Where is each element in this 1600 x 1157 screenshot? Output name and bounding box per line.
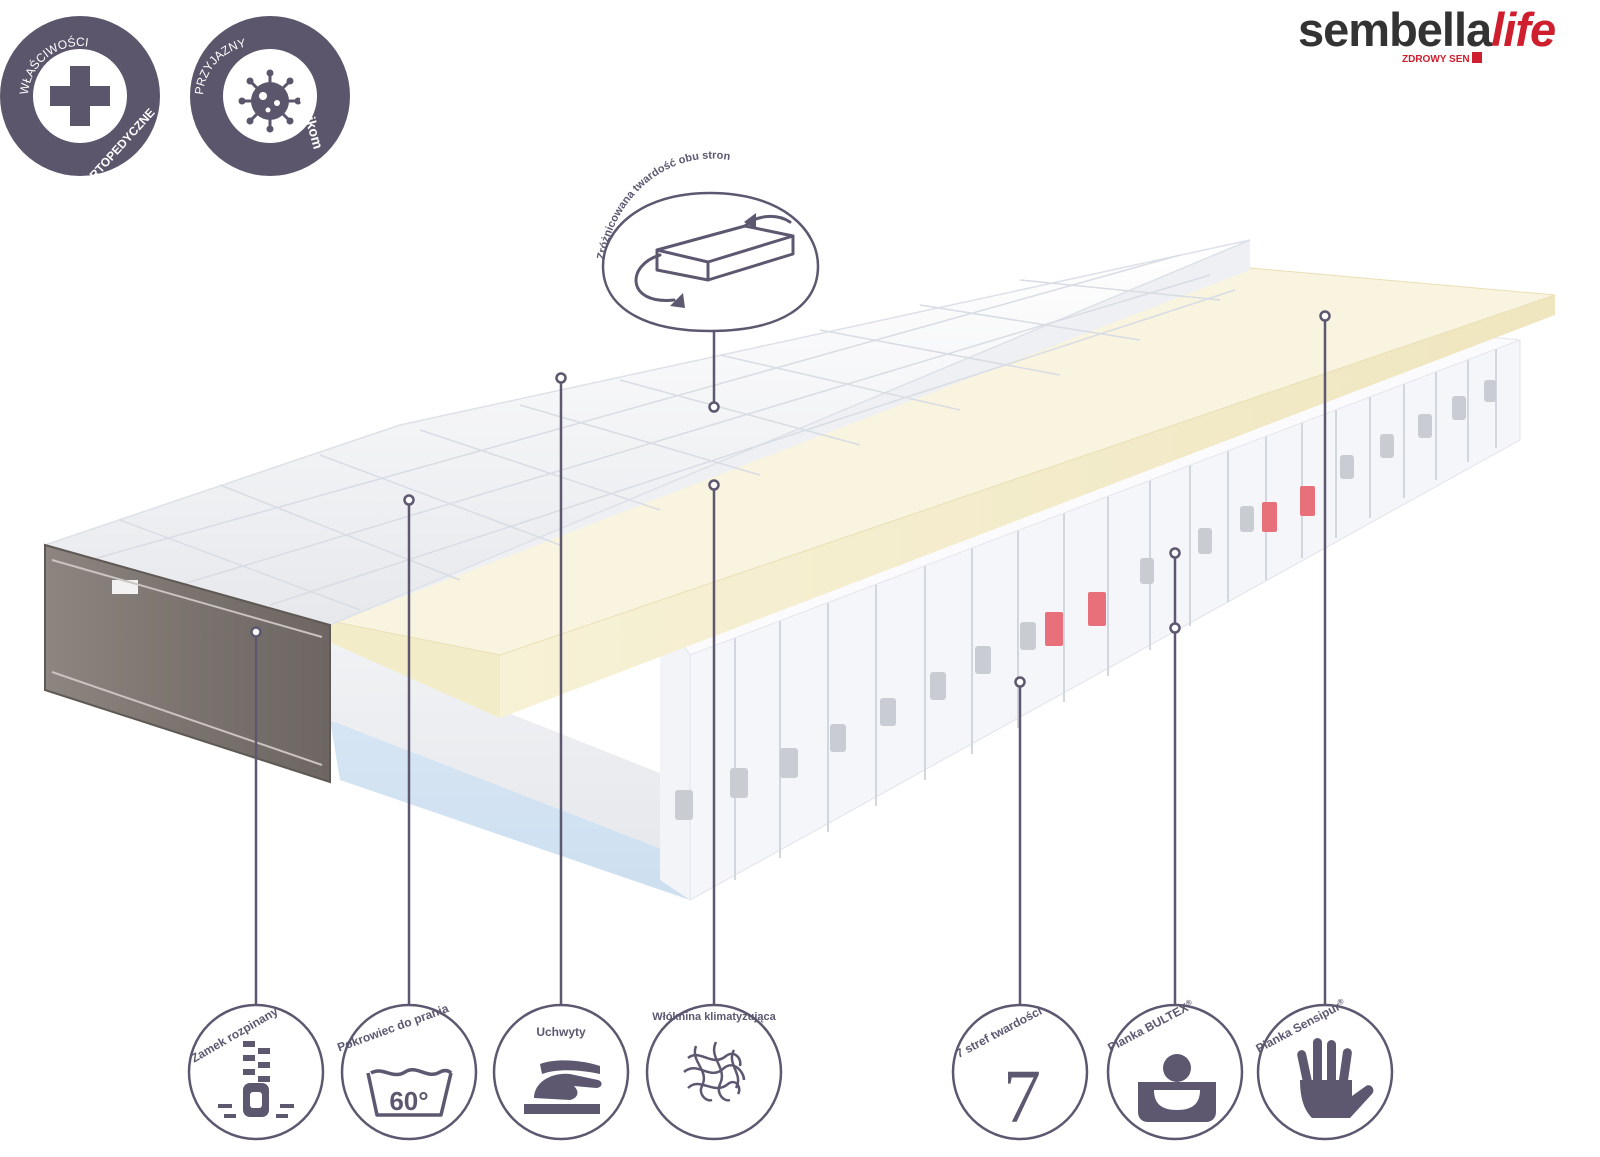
feature-bultex-foam: Pianka BULTEX®	[1105, 998, 1244, 1141]
memory-foam-layer	[323, 267, 1556, 718]
foam-bultex-icon	[1138, 1054, 1216, 1122]
feature-zipper: Zamek rozpinany	[187, 1003, 325, 1141]
feature-label: Uchwyty	[536, 1025, 586, 1039]
wash-icon	[366, 1068, 453, 1117]
two-sided-firmness-callout: Zróżnicowana twardość obu stron	[595, 150, 820, 333]
feature-label: Włóknina klimatyzująca	[652, 1011, 776, 1023]
fiber-icon	[683, 1041, 746, 1102]
callout-dots	[250, 310, 1331, 688]
orthopedic-badge: WŁAŚCIWOŚCI ORTOPEDYCZNE	[0, 16, 160, 189]
brand-square	[1472, 52, 1482, 63]
brand-logo: sembellalife ZDROWY SEN	[1290, 2, 1600, 66]
allergen-icon	[238, 69, 302, 133]
plus-icon	[50, 66, 110, 126]
brand-name: sembellalife	[1298, 3, 1556, 56]
feature-washable-cover: Pokrowiec do prania 60°	[335, 1001, 478, 1141]
feature-sensipur-foam: Pianka Sensipur®	[1253, 997, 1394, 1141]
hand-icon	[1297, 1038, 1374, 1118]
mattress	[42, 239, 1556, 901]
zipper-icon	[218, 1041, 294, 1118]
zones-icon: 7	[1003, 1055, 1041, 1139]
brand-tagline: ZDROWY SEN	[1402, 54, 1470, 65]
allergy-badge: PRZYJAZNY alergikom	[190, 16, 350, 176]
quilted-cover	[42, 239, 1251, 784]
feature-seven-zones: 7 stref twardości 7	[951, 1004, 1089, 1141]
wash-temperature: 60°	[389, 1086, 428, 1116]
handle-icon	[524, 1060, 602, 1114]
feature-climate-fiber: Włóknina klimatyzująca	[645, 1003, 783, 1141]
feature-handles: Uchwyty	[492, 1003, 630, 1141]
